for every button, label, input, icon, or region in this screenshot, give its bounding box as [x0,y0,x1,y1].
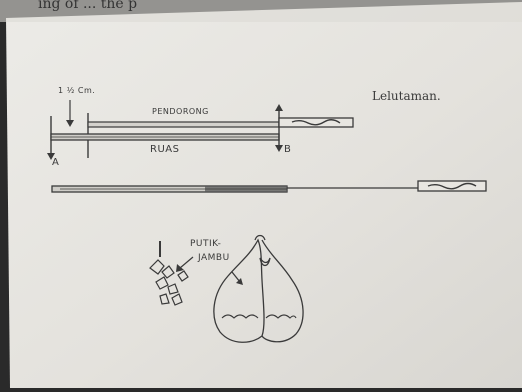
pendorong-handle [279,118,353,127]
header-text-cut: ing of ... the p [38,0,137,11]
ruas-label: RUAS [150,145,179,155]
point-a-label: A [52,158,59,168]
pendorong-label: PENDORONG [152,108,209,116]
caption-text: Lelutaman. [372,89,441,103]
jambu-label: JAMBU [198,254,230,263]
point-b-label: B [284,145,291,155]
pendorong-rod [88,122,279,127]
measure-label: 1 ½ Cm. [58,87,95,95]
putik-label: PUTIK- [190,240,221,249]
